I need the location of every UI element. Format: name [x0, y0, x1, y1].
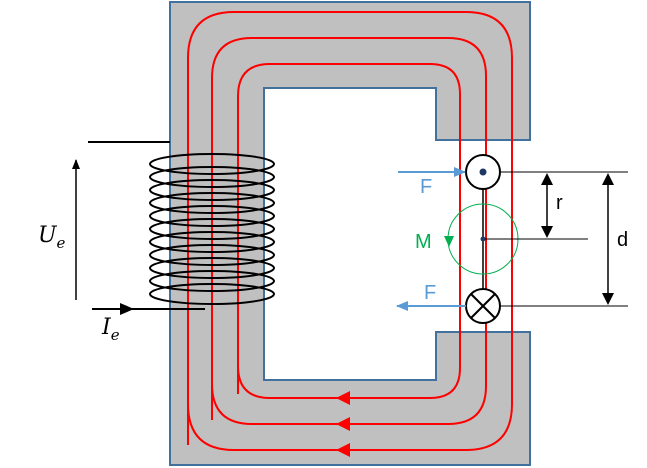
- distance-label: d: [617, 229, 628, 251]
- torque-arrow-icon: [444, 236, 454, 247]
- dimension-lines: [485, 171, 628, 307]
- force-label-top: F: [420, 176, 432, 198]
- flux-arrow-middle-icon: [336, 417, 350, 431]
- flux-line-outer: [187, 11, 513, 451]
- flux-direction-arrows: [336, 391, 350, 457]
- voltage-label: Ue: [38, 223, 66, 252]
- flux-line-inner: [237, 63, 461, 399]
- iron-core: [169, 1, 531, 466]
- radius-label: r: [556, 192, 563, 214]
- force-label-bottom: F: [424, 282, 436, 304]
- rotation-center-point: [480, 236, 486, 242]
- torque-label: M: [415, 231, 432, 253]
- flux-arrow-inner-icon: [336, 391, 350, 405]
- flux-arrow-outer-icon: [336, 443, 350, 457]
- current-label: Ie: [101, 315, 120, 344]
- flux-lines: [187, 11, 513, 451]
- conductor-dot-icon: [479, 168, 487, 176]
- current-arrow-icon: [120, 303, 134, 315]
- coil-winding: [149, 153, 275, 305]
- flux-line-middle: [211, 37, 487, 425]
